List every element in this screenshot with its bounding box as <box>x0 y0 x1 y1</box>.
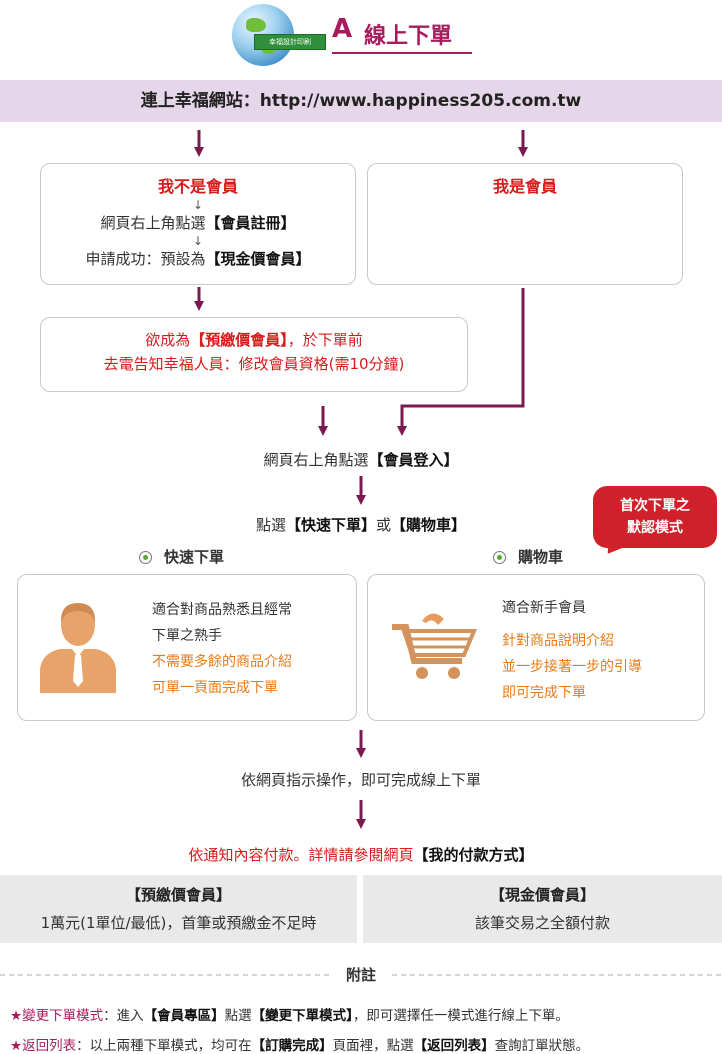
prepaid-note-line2: 去電告知幸福人員：修改會員資格(需10分鐘) <box>103 355 405 373</box>
header: 幸福設計印刷 A 線上下單 <box>232 4 492 70</box>
cart-link: 【購物車】 <box>391 516 467 534</box>
quick-order-label: 快速下單 <box>164 548 225 566</box>
member-path-line <box>397 288 525 436</box>
member-area-label: 【會員專區】 <box>143 1008 225 1024</box>
radio-icon[interactable] <box>493 551 506 564</box>
note-text: ：以上兩種下單模式，均可在 <box>76 1038 252 1054</box>
title-letter: A <box>332 14 353 44</box>
cart-desc1: 適合新手會員 <box>502 600 586 616</box>
non-member-heading: 我不是會員 <box>157 177 238 196</box>
star-icon: ★ <box>10 1008 23 1024</box>
choose-step-or: 或 <box>376 516 392 534</box>
login-step-text: 網頁右上角點選 <box>263 451 369 469</box>
note-label: 返回列表 <box>22 1038 77 1054</box>
choose-step-text: 點選 <box>255 516 286 534</box>
cart-note3: 即可完成下單 <box>502 685 586 701</box>
register-step-text: 網頁右上角點選 <box>100 214 206 232</box>
cart-box: 適合新手會員 針對商品說明介紹 並一步接著一步的引導 即可完成下單 <box>367 574 705 721</box>
change-mode-label: 【變更下單模式】 <box>251 1008 353 1024</box>
cash-payment-box: 【現金價會員】 該筆交易之全額付款 <box>363 875 722 943</box>
payment-step-text: 依通知內容付款。詳情請參閱網頁 <box>188 846 414 864</box>
prepaid-member-label: 【預繳價會員】 <box>190 331 288 349</box>
cash-payment-title: 【現金價會員】 <box>489 886 595 904</box>
member-heading: 我是會員 <box>492 177 557 196</box>
cash-member-label: 【現金價會員】 <box>205 250 311 268</box>
page-title: 線上下單 <box>364 24 453 49</box>
quick-order-box: 適合對商品熟悉且經常 下單之熟手 不需要多餘的商品介紹 可單一頁面完成下單 <box>17 574 357 721</box>
cart-note2: 並一步接著一步的引導 <box>502 659 642 675</box>
login-step: 網頁右上角點選【會員登入】 <box>0 448 722 472</box>
default-mode-bubble: 首次下單之 默認模式 <box>593 486 717 548</box>
prepaid-note-line1: 欲成為【預繳價會員】，於下單前 <box>41 328 467 352</box>
star-icon: ★ <box>10 1038 23 1054</box>
person-icon <box>40 603 116 693</box>
down-arrow-icon: ↓ <box>192 198 204 212</box>
logo-tag: 幸福設計印刷 <box>254 34 326 50</box>
prepaid-note-post: ，於下單前 <box>287 331 363 349</box>
quick-order-note1: 不需要多餘的商品介紹 <box>152 654 292 670</box>
note-text: ：進入 <box>103 1008 144 1024</box>
prepaid-payment-title: 【預繳價會員】 <box>125 886 231 904</box>
member-box: 我是會員 <box>367 163 683 285</box>
cash-payment-desc: 該筆交易之全額付款 <box>474 914 610 932</box>
login-link: 【會員登入】 <box>368 451 459 469</box>
prepaid-note-pre: 欲成為 <box>145 331 191 349</box>
prepaid-note-box: 欲成為【預繳價會員】，於下單前 去電告知幸福人員：修改會員資格(需10分鐘) <box>40 317 468 392</box>
cart-note1: 針對商品說明介紹 <box>502 633 614 649</box>
url-banner: 連上幸福網站：http://www.happiness205.com.tw <box>0 80 722 122</box>
cart-label: 購物車 <box>518 548 564 566</box>
bubble-line1: 首次下單之 <box>620 498 690 514</box>
note-text: ，即可選擇任一模式進行線上下單。 <box>352 1008 569 1024</box>
default-step-text: 申請成功：預設為 <box>85 250 206 268</box>
payment-method-link: 【我的付款方式】 <box>413 846 534 864</box>
prepaid-payment-desc: 1萬元(1單位/最低)，首筆或預繳金不足時 <box>40 914 317 932</box>
cart-option[interactable]: 購物車 <box>493 546 563 567</box>
default-step: 申請成功：預設為【現金價會員】 <box>41 247 355 271</box>
prepaid-payment-box: 【預繳價會員】 1萬元(1單位/最低)，首筆或預繳金不足時 <box>0 875 357 943</box>
order-complete-label: 【訂購完成】 <box>251 1038 333 1054</box>
register-link: 【會員註冊】 <box>205 214 296 232</box>
quick-order-note2: 可單一頁面完成下單 <box>152 680 278 696</box>
note-label: 變更下單模式 <box>22 1008 104 1024</box>
quick-order-desc: 適合對商品熟悉且經常 下單之熟手 不需要多餘的商品介紹 可單一頁面完成下單 <box>152 597 292 701</box>
quick-order-link: 【快速下單】 <box>285 516 376 534</box>
title-underline <box>332 52 472 54</box>
note-text: 頁面裡，點選 <box>332 1038 414 1054</box>
notes-heading: 附註 <box>345 966 376 984</box>
cart-desc: 適合新手會員 針對商品說明介紹 並一步接著一步的引導 即可完成下單 <box>502 595 642 706</box>
note-text: 查詢訂單狀態。 <box>494 1038 590 1054</box>
down-arrow-icon: ↓ <box>192 234 204 248</box>
shopping-cart-icon <box>392 613 477 679</box>
register-step: 網頁右上角點選【會員註冊】 <box>41 211 355 235</box>
radio-icon[interactable] <box>139 551 152 564</box>
choose-step: 點選【快速下單】或【購物車】 <box>0 513 722 537</box>
quick-order-desc1: 適合對商品熟悉且經常 <box>152 602 292 618</box>
payment-step: 依通知內容付款。詳情請參閱網頁【我的付款方式】 <box>0 843 722 867</box>
note-item-return-list: ★返回列表：以上兩種下單模式，均可在【訂購完成】頁面裡，點選【返回列表】查詢訂單… <box>10 1034 589 1054</box>
quick-order-desc2: 下單之熟手 <box>152 628 222 644</box>
note-item-change-mode: ★變更下單模式：進入【會員專區】點選【變更下單模式】，即可選擇任一模式進行線上下… <box>10 1004 569 1024</box>
follow-step: 依網頁指示操作，即可完成線上下單 <box>240 771 481 789</box>
note-text: 點選 <box>224 1008 252 1024</box>
quick-order-option[interactable]: 快速下單 <box>139 546 224 567</box>
return-list-label: 【返回列表】 <box>413 1038 495 1054</box>
non-member-box: 我不是會員 ↓ 網頁右上角點選【會員註冊】 ↓ 申請成功：預設為【現金價會員】 <box>40 163 356 285</box>
bubble-line2: 默認模式 <box>627 520 683 536</box>
